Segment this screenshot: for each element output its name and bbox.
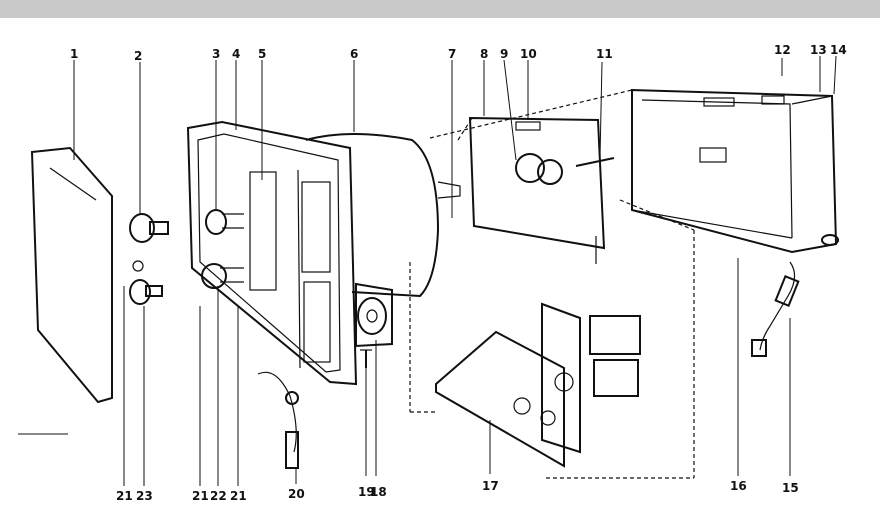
part-cable	[257, 371, 299, 469]
part-numbers: 1 2 3 4 5 6 7 8 9 10 11 12 13 14 15 16 1…	[70, 43, 847, 503]
part-picture-tube	[305, 133, 461, 298]
leader-lines	[18, 55, 837, 486]
label-13: 13	[810, 43, 827, 57]
label-7: 7	[448, 47, 456, 61]
label-11: 11	[596, 47, 613, 61]
part-screw	[360, 349, 372, 368]
label-16: 16	[730, 479, 747, 493]
label-14: 14	[830, 43, 847, 57]
part-knobs-left	[129, 213, 169, 305]
part-safety-glass	[30, 146, 113, 404]
label-10: 10	[520, 47, 537, 61]
part-yoke-plate	[468, 116, 615, 264]
part-control-shafts	[201, 209, 244, 289]
label-20: 20	[288, 487, 305, 501]
label-1: 1	[70, 47, 78, 61]
part-chassis	[435, 302, 641, 468]
part-front-bezel	[186, 120, 358, 386]
label-8: 8	[480, 47, 488, 61]
label-9: 9	[500, 47, 508, 61]
label-2: 2	[134, 49, 142, 63]
label-4: 4	[232, 47, 240, 61]
label-3: 3	[212, 47, 220, 61]
label-19: 19	[358, 485, 375, 499]
part-speaker	[355, 282, 393, 348]
label-21-a: 21	[116, 489, 133, 503]
label-6: 6	[350, 47, 358, 61]
label-15: 15	[782, 481, 799, 495]
scan-band	[0, 0, 880, 18]
part-power-cord	[751, 261, 800, 357]
label-23: 23	[136, 489, 153, 503]
alignment-lines	[409, 89, 695, 479]
label-12: 12	[774, 43, 791, 57]
label-22: 22	[210, 489, 227, 503]
label-18: 18	[370, 485, 387, 499]
label-5: 5	[258, 47, 266, 61]
label-17: 17	[482, 479, 499, 493]
label-21-c: 21	[230, 489, 247, 503]
label-21-b: 21	[192, 489, 209, 503]
part-rear-cabinet	[631, 88, 839, 254]
